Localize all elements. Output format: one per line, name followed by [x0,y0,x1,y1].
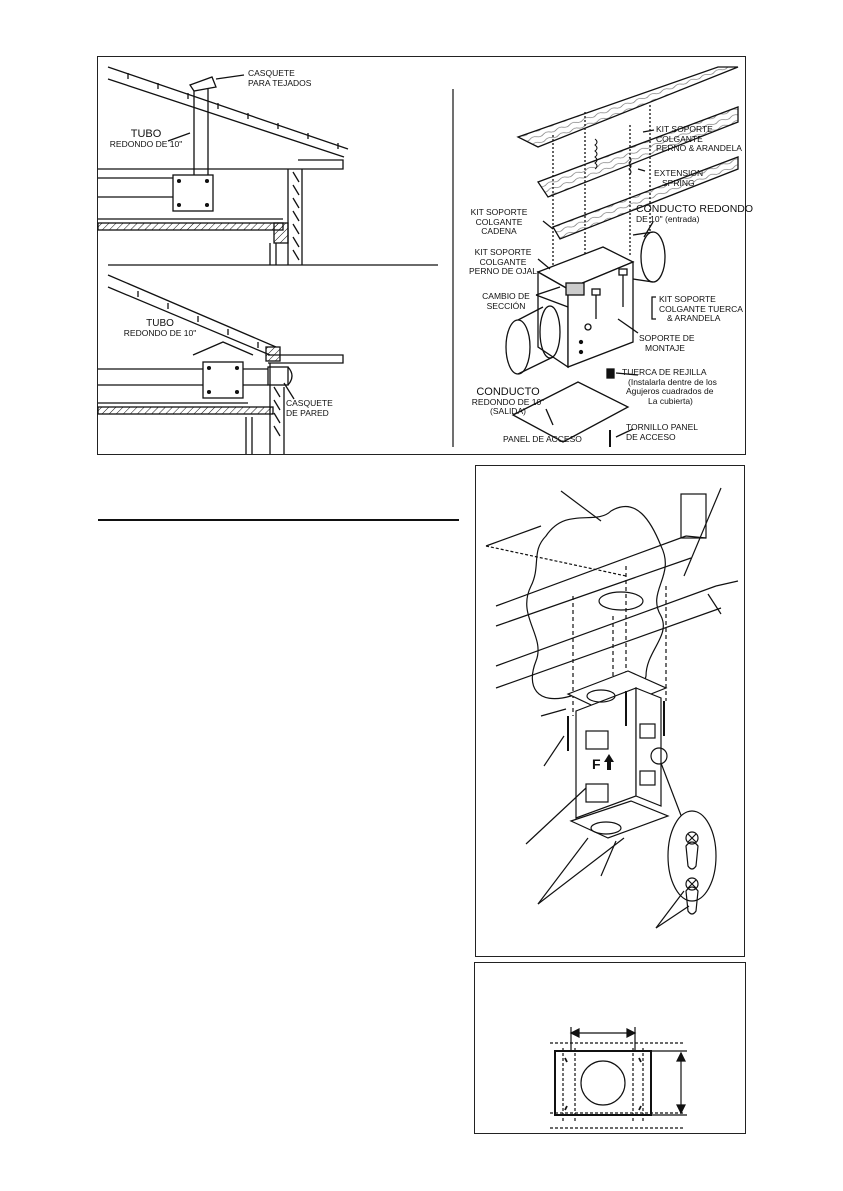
label-round-duct-in-line1: CONDUCTO REDONDO [636,203,754,215]
bracket-mounting-drawing: F [485,487,739,929]
label-pipe-top-line1: TUBO [130,128,162,140]
bracket-mounting-panel: F [475,465,745,957]
label-hanger-chain-line2: COLGANTE [475,216,523,227]
label-round-duct-out-line2: REDONDO DE 10" [471,396,545,407]
label-roof-cap: CASQUETE PARA TEJADOS [248,68,312,88]
label-hanger-chain-line3: CADENA [481,226,517,236]
label-hanger-eye-bolt-line1: KIT SOPORTE [474,247,532,257]
roof-scene-top [97,66,349,265]
label-round-duct-in: CONDUCTO REDONDO DE 10" (entrada) [636,203,754,224]
label-pipe-bottom-line1: TUBO [146,318,174,329]
label-grille-nut-line4: La cubierta) [648,395,693,406]
label-hanger-bolt-washer-line3: PERNO & ARANDELA [656,143,742,153]
label-access-panel: PANEL DE ACCESO [503,434,582,444]
label-access-screw-line1: TORNILLO PANEL [626,422,698,432]
label-access-screw-line2: DE ACCESO [626,431,676,442]
label-roof-cap-line2: PARA TEJADOS [248,77,312,88]
label-round-duct-in-line2: DE 10" (entrada) [636,213,700,224]
label-mount-bracket-line1: SOPORTE DE [639,333,695,343]
label-hanger-nut-washer-line3: & ARANDELA [667,313,721,323]
label-round-duct-out-line1: CONDUCTO [476,386,540,398]
label-extension-spring-line1: EXTENSION [654,168,704,178]
label-hanger-bolt-washer-line2: COLGANTE [656,133,703,144]
label-pipe-bottom: TUBO REDONDO DE 10" [100,319,220,338]
label-hanger-chain: KIT SOPORTE COLGANTE CADENA [464,207,534,237]
label-roof-cap-line1: CASQUETE [248,68,295,78]
label-hanger-eye-bolt-line3: PERNO DE OJAL [468,266,538,276]
label-wall-cap-line2: DE PARED [286,407,329,418]
label-extension-spring-line2: SPRING [662,177,695,188]
label-hanger-chain-line1: KIT SOPORTE [470,207,528,217]
label-round-duct-out-line3: (SALIDA) [490,406,526,416]
label-transition-line2: SECCIÓN [486,300,526,311]
opening-dimension-drawing [550,1027,687,1129]
label-access-screw: TORNILLO PANEL DE ACCESO [626,422,698,442]
arrow-up-icon [604,754,614,770]
label-grille-nut: TUERCA DE REJILLA (Instalarla dentre de … [622,367,717,406]
arrow-mark-label: F [592,756,601,772]
label-hanger-eye-bolt: KIT SOPORTE COLGANTE PERNO DE OJAL [466,247,540,277]
label-transition-line1: CAMBIO DE [482,291,530,301]
label-mount-bracket-line2: MONTAJE [645,342,685,353]
wall-scene-bottom [97,274,344,454]
label-round-duct-out: CONDUCTO REDONDO DE 10" (SALIDA) [468,386,548,417]
installation-drawings [97,66,739,454]
label-hanger-nut-washer-line2: COLGANTE TUERCA [659,303,743,314]
label-pipe-top: TUBO REDONDO DE 10" [96,128,196,149]
label-hanger-eye-bolt-line2: COLGANTE [479,256,527,267]
label-hanger-nut-washer: KIT SOPORTE COLGANTE TUERCA & ARANDELA [659,294,743,324]
label-hanger-bolt-washer-line1: KIT SOPORTE [656,124,713,134]
section-heading-rule [98,519,459,521]
label-hanger-bolt-washer: KIT SOPORTE COLGANTE PERNO & ARANDELA [656,124,742,154]
label-pipe-top-line2: REDONDO DE 10" [109,138,183,149]
installation-diagram-panel: CASQUETE PARA TEJADOS TUBO REDONDO DE 10… [96,56,753,455]
label-wall-cap: CASQUETE DE PARED [286,398,333,418]
label-transition: CAMBIO DE SECCIÓN [476,291,536,311]
fan-assembly-exploded [505,66,739,447]
label-grille-nut-line1: TUERCA DE REJILLA [622,367,707,377]
label-hanger-nut-washer-line1: KIT SOPORTE [659,294,716,304]
label-extension-spring: EXTENSION SPRING [654,168,704,188]
label-grille-nut-line3: Agujeros cuadrados de [626,386,714,396]
label-mount-bracket: SOPORTE DE MONTAJE [639,333,695,353]
dimension-panel [474,962,746,1134]
label-pipe-bottom-line2: REDONDO DE 10" [123,327,197,338]
label-wall-cap-line1: CASQUETE [286,398,333,408]
label-grille-nut-line2: (Instalarla dentre de los [628,376,717,387]
